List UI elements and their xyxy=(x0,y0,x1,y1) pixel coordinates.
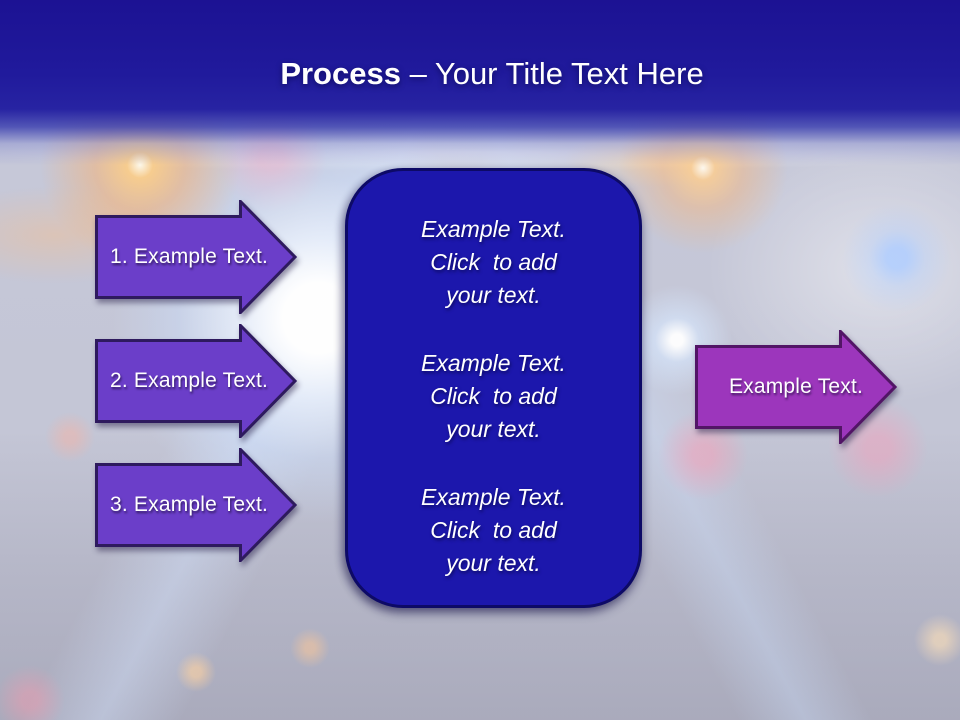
slide-title: Process – Your Title Text Here xyxy=(12,57,960,91)
right-arrow-shape-icon xyxy=(95,448,297,562)
process-step-3-arrow[interactable]: 3. Example Text. xyxy=(95,448,297,562)
process-step-1-arrow[interactable]: 1. Example Text. xyxy=(95,200,297,314)
process-summary-box[interactable]: Example Text. Click to add your text. Ex… xyxy=(345,168,642,608)
right-arrow-shape-icon xyxy=(695,330,897,444)
process-step-1-label: 1. Example Text. xyxy=(109,245,269,268)
placeholder-text-block-2[interactable]: Example Text. Click to add your text. xyxy=(421,350,566,442)
placeholder-text-block-3[interactable]: Example Text. Click to add your text. xyxy=(421,484,566,576)
placeholder-text-block-1[interactable]: Example Text. Click to add your text. xyxy=(421,216,566,308)
right-arrow-shape-icon xyxy=(95,200,297,314)
slide-title-keyword: Process xyxy=(280,56,401,91)
process-step-3-label: 3. Example Text. xyxy=(109,493,269,516)
process-output-label: Example Text. xyxy=(728,375,864,398)
right-arrow-shape-icon xyxy=(95,324,297,438)
process-output-arrow[interactable]: Example Text. xyxy=(695,330,897,444)
process-step-2-label: 2. Example Text. xyxy=(109,369,269,392)
process-step-2-arrow[interactable]: 2. Example Text. xyxy=(95,324,297,438)
slide-header-band: Process – Your Title Text Here xyxy=(0,0,960,165)
slide-title-subtitle: – Your Title Text Here xyxy=(409,56,704,91)
